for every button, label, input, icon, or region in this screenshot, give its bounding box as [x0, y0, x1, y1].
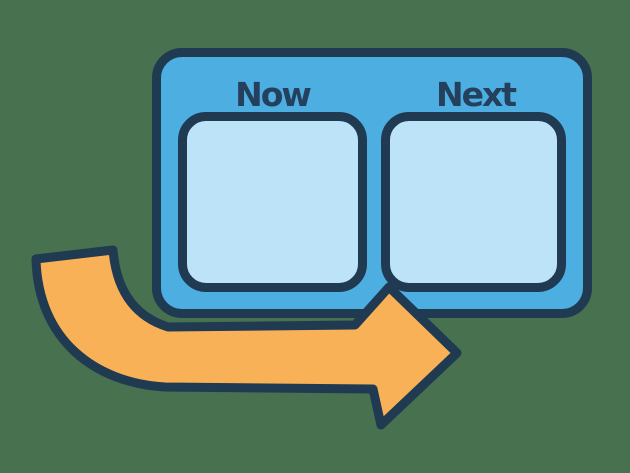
now-label: Now	[235, 75, 312, 114]
now-next-board: Now Next	[152, 48, 592, 318]
next-label: Next	[435, 75, 517, 114]
now-slot	[178, 112, 367, 292]
next-slot	[381, 112, 566, 292]
